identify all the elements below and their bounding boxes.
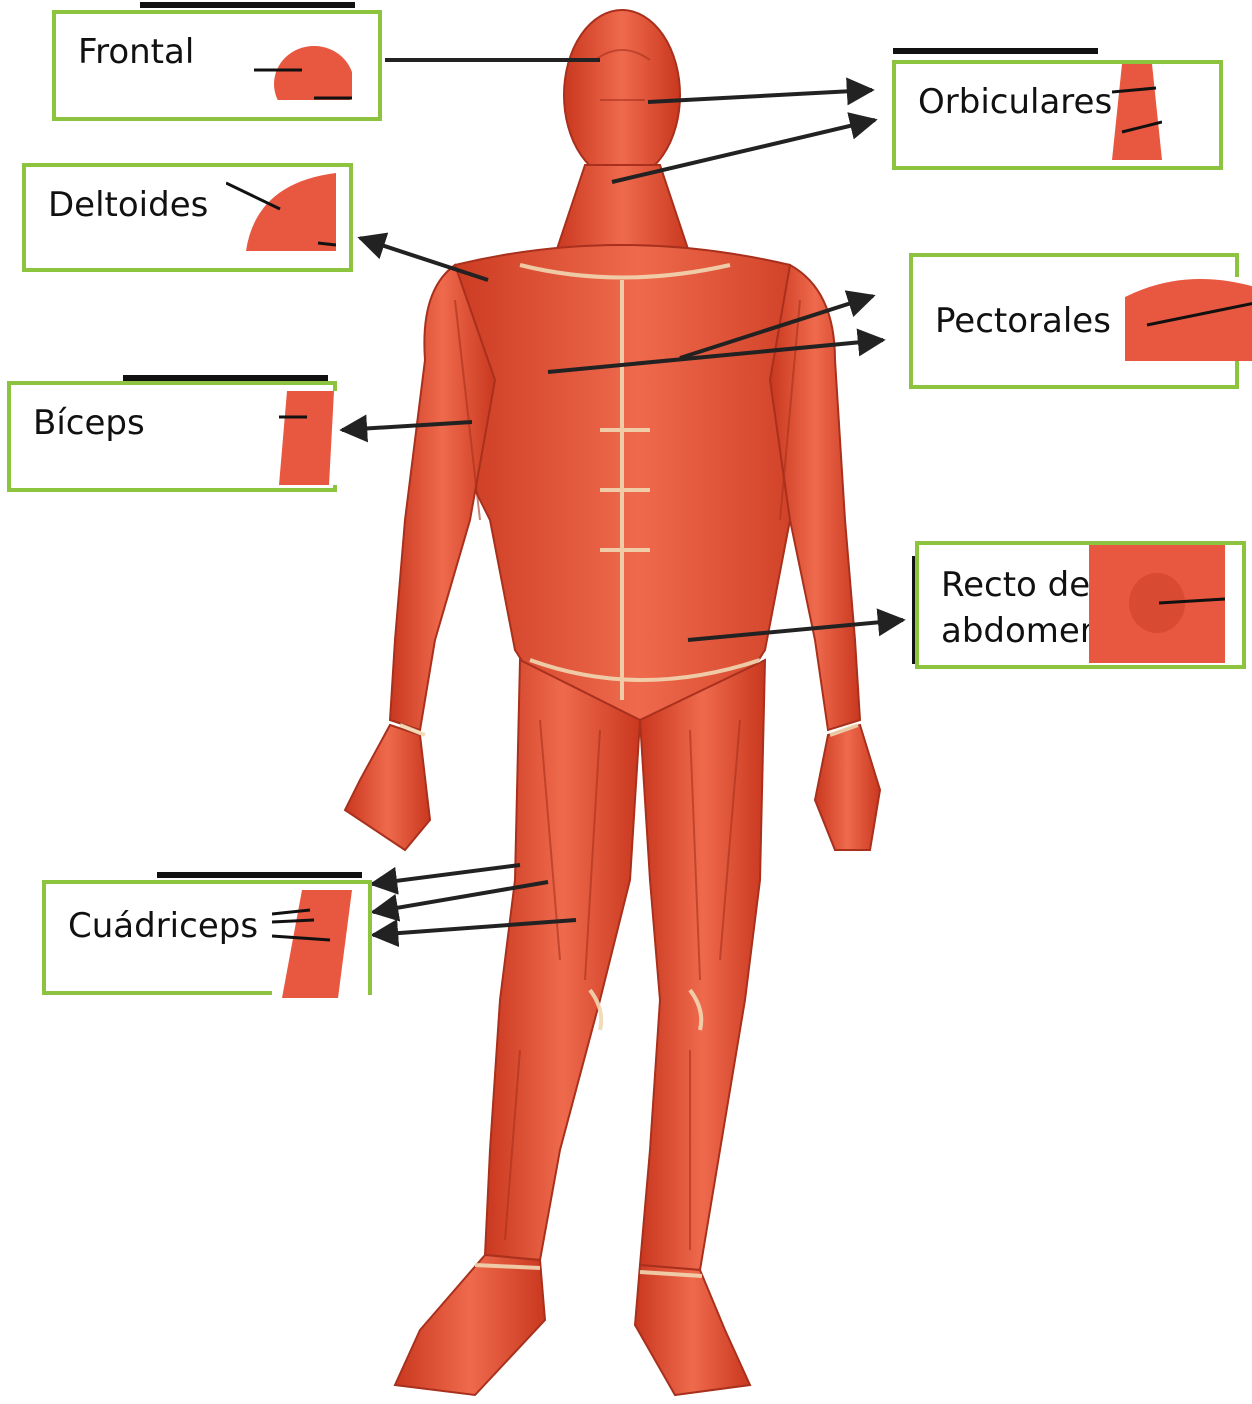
frontal-label: Frontal [78,30,194,76]
cuadriceps-box: Cuádriceps [42,880,372,995]
head [564,10,680,180]
deltoides-thumbnail [226,173,336,251]
orbiculares-label: Orbiculares [918,80,1112,126]
deltoides-label: Deltoides [48,183,208,229]
left-hand [345,725,430,850]
human-muscle-figure [345,10,880,1395]
arrow-deltoides [360,238,488,280]
pectorales-label: Pectorales [935,299,1111,345]
orbiculares-tab [893,48,1098,54]
recto-box: Recto de abdomen [915,541,1246,669]
biceps-box: Bíceps [7,381,337,492]
arrow-cuadriceps-1 [372,865,520,884]
recto-label-line1: Recto de [941,563,1090,609]
cuadriceps-label: Cuádriceps [68,904,258,950]
right-foot [635,1265,750,1395]
deltoides-box: Deltoides [22,163,353,272]
right-hand [815,725,880,850]
left-leg [485,660,640,1260]
orbiculares-box: Orbiculares [892,60,1223,170]
frontal-tab [140,2,355,8]
cuadriceps-tab [157,872,362,878]
recto-label-line2: abdomen [941,609,1101,655]
biceps-label: Bíceps [33,401,145,447]
right-leg [640,660,765,1270]
cuadriceps-thumbnail [272,890,368,998]
pectorales-thumbnail [1125,277,1252,361]
biceps-thumbnail [279,391,339,485]
arrow-orbiculares-eye [648,90,872,102]
orbiculares-thumbnail [1112,64,1162,160]
frontal-box: Frontal [52,10,382,121]
pectorales-box: Pectorales [909,253,1239,389]
frontal-thumbnail [254,36,352,100]
torso [440,245,835,720]
left-foot [395,1255,545,1395]
recto-thumbnail [1089,545,1225,663]
